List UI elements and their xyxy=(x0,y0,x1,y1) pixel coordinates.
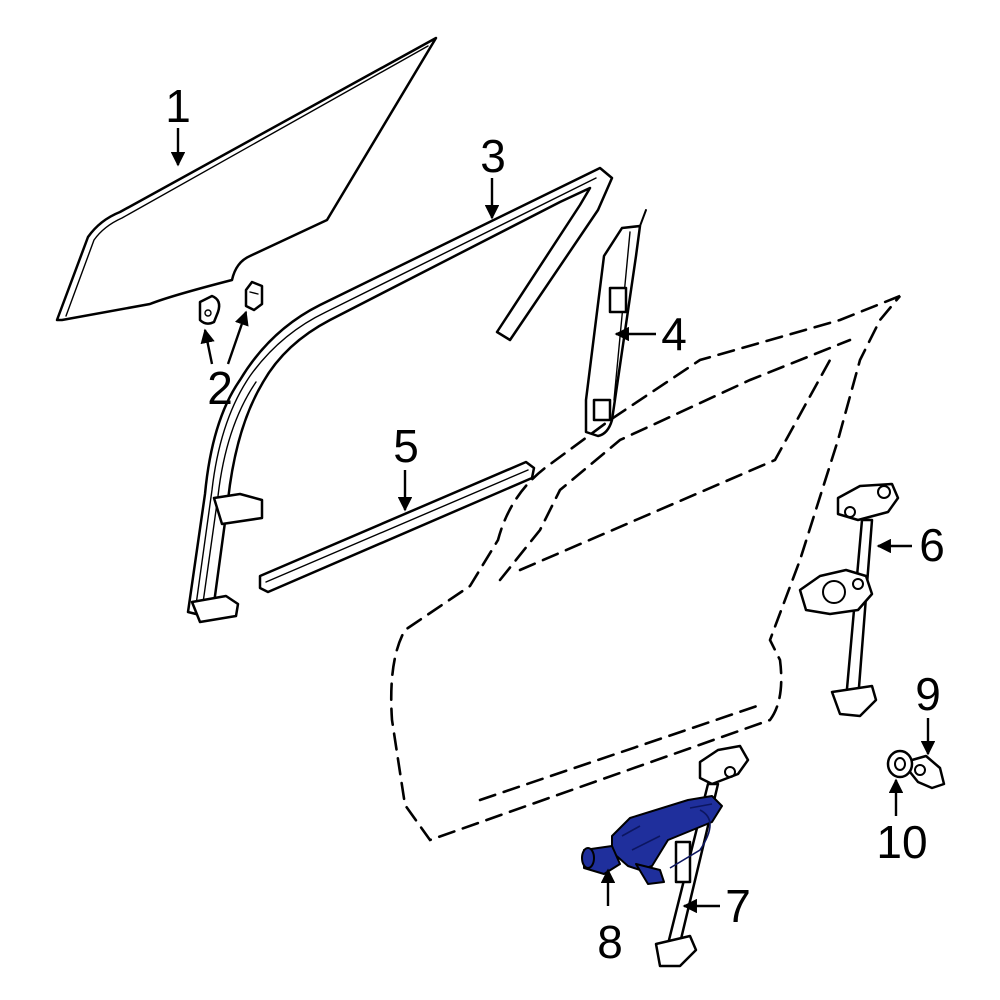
callout-10: 10 xyxy=(876,816,927,868)
leader-2a xyxy=(200,328,215,365)
part-9-clip xyxy=(908,754,946,790)
part-3-glass-run-channel xyxy=(186,166,614,624)
part-6-window-regulator xyxy=(798,482,900,718)
part-5-belt-weatherstrip xyxy=(258,460,536,594)
callout-7: 7 xyxy=(725,880,751,932)
callout-5: 5 xyxy=(393,420,419,472)
callout-labels: 1 2 3 4 5 6 7 8 9 10 xyxy=(165,80,945,968)
callout-3: 3 xyxy=(480,130,506,182)
part-4-rear-channel xyxy=(584,209,647,438)
callout-1: 1 xyxy=(165,80,191,132)
part-2-glass-clips xyxy=(198,280,264,325)
callout-6: 6 xyxy=(919,519,945,571)
callout-2: 2 xyxy=(207,362,233,414)
callout-8: 8 xyxy=(597,916,623,968)
part-10-washer xyxy=(886,749,914,779)
callout-4: 4 xyxy=(661,308,687,360)
door-shell-outline xyxy=(389,294,901,842)
part-7-window-regulator xyxy=(654,744,750,968)
part-8-window-motor xyxy=(581,795,723,885)
part-1-door-glass xyxy=(55,36,438,322)
leader-2b xyxy=(226,310,249,365)
leader-lines xyxy=(170,128,936,914)
callout-9: 9 xyxy=(915,668,941,720)
